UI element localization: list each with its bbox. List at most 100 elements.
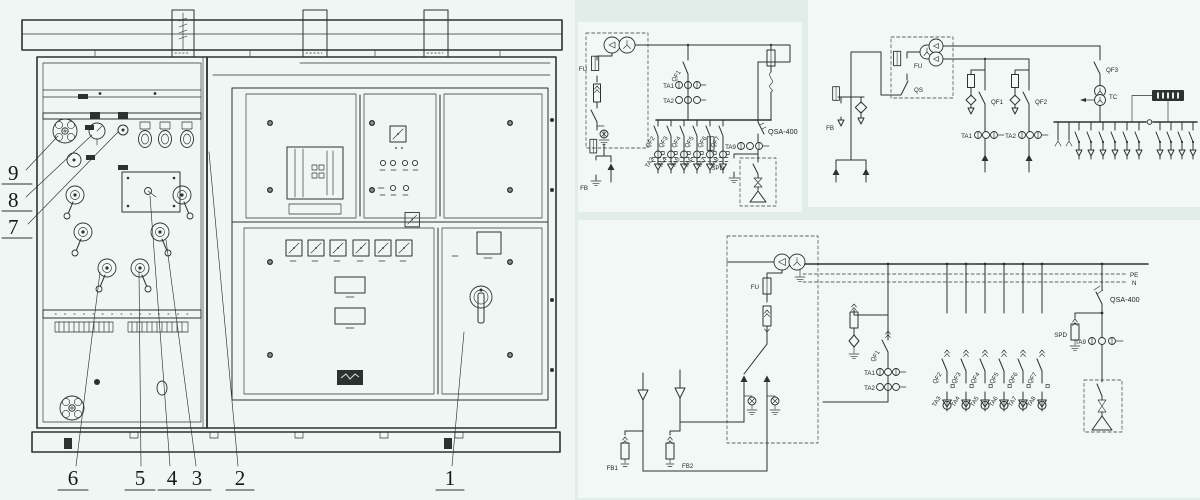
cable-termination: [71, 222, 93, 257]
ct-ta2-row: TA2: [663, 96, 707, 105]
qf3-label: QF3: [1106, 67, 1119, 74]
meter: [404, 211, 459, 257]
window: [476, 231, 502, 255]
fb-branch: FB: [826, 86, 868, 132]
schematic2: FB QS FU QF1 TA1 QF2 TA2: [826, 36, 1198, 183]
spare-stubs: [1054, 121, 1073, 147]
cabinet-panel: [0, 0, 575, 500]
metering-unit: [739, 153, 777, 207]
foot-bolt: [64, 438, 72, 449]
vent-louver: [127, 321, 189, 333]
transformer-enclosure-box: [890, 36, 954, 99]
qf1-branch: QF1 TA1: [961, 57, 1005, 173]
fb-label: FB: [826, 125, 834, 132]
rotary-handle: [469, 285, 493, 324]
qf1-label: QF1: [991, 99, 1004, 106]
feeder-breaker-label: QF4: [969, 371, 982, 385]
acb-unit: [286, 146, 344, 215]
feeder-breaker-label: QF7: [1026, 371, 1039, 385]
main-breaker-qf1: QF1 TA1 TA2: [822, 262, 907, 403]
callout-2: 2: [235, 466, 246, 490]
feeder-breaker-label: QF3: [950, 371, 963, 385]
earthing-switches: [743, 395, 781, 415]
ta1-label: TA1: [663, 83, 674, 90]
cabinet-shell: [36, 56, 557, 429]
panel-screw: [506, 186, 514, 194]
cable-termination: [130, 258, 152, 293]
hinge-dot: [550, 368, 554, 372]
feeder-ct-label: TA6: [988, 395, 1000, 408]
feeder-breaker-label: QF5: [988, 371, 1001, 385]
feeder-ct-label: TA4: [950, 395, 962, 408]
fu-label: FU: [751, 284, 759, 291]
qsa-label: QSA-400: [1110, 295, 1140, 304]
meter: [389, 125, 407, 149]
transformer-enclosure-box: [585, 32, 649, 149]
fb-branch: FB: [580, 138, 615, 192]
qf1-label: QF1: [869, 349, 882, 363]
panel-screw: [266, 258, 274, 266]
feeder-group: QF2 QF3 QF4 QF5 QF6 QF7 TA3 TA4 TA5 TA6 …: [931, 262, 1049, 411]
nameplate: [118, 165, 128, 170]
spd-label: SPD: [711, 165, 724, 172]
callout-5: 5: [135, 466, 146, 490]
schematic2-panel: [808, 0, 1200, 207]
callout-6: 6: [68, 466, 79, 490]
panel-screw: [368, 186, 376, 194]
bushing: [138, 121, 152, 148]
bushing: [180, 121, 194, 148]
feeder-ct-label: TA8: [1026, 395, 1038, 408]
ta1-label: TA1: [961, 133, 972, 140]
fb2-label: FB2: [682, 463, 694, 470]
ta9-label: TA9: [1075, 339, 1086, 346]
ta2-label: TA2: [1005, 133, 1016, 140]
feeder-breaker-label: QF5: [683, 135, 696, 149]
pe-label: PE: [1130, 272, 1138, 279]
panel-screw: [266, 186, 274, 194]
knob: [117, 124, 129, 136]
cabinet-drawing: 9 8 7 6 5 4 3 2 1: [1, 9, 563, 491]
cable-termination: [95, 258, 117, 293]
vent-louver: [54, 321, 114, 333]
feeder-breaker-label: QF2: [931, 371, 944, 385]
tc-label: TC: [1109, 94, 1118, 101]
panel-screw: [506, 351, 514, 359]
panel-screw: [266, 351, 274, 359]
window: [334, 307, 366, 325]
fb-label: FB: [580, 185, 588, 192]
feeder-ct-label: TA3: [644, 156, 656, 169]
callout-1: 1: [445, 466, 456, 490]
spd-branch: SPD: [706, 136, 740, 183]
fu-label: FU: [914, 63, 922, 70]
meter-row: [285, 239, 413, 262]
n-label: N: [1132, 280, 1136, 287]
callout-9: 9: [8, 161, 19, 185]
qsa-branch: QSA-400 SPD TA9: [1054, 262, 1140, 433]
cable-termination: [172, 185, 194, 220]
transformer-enclosure-box: [726, 235, 819, 444]
lv-compartment: [266, 119, 514, 385]
schematic1-panel: [578, 22, 802, 212]
ct-ta1-row: TA1: [663, 81, 707, 90]
brand-logo: [337, 370, 363, 385]
qs-label: QS: [914, 87, 923, 94]
bushing: [158, 121, 172, 148]
hinge-dot: [550, 118, 554, 122]
operating-wheel: [52, 118, 78, 144]
tc-transformer: TC: [1094, 85, 1118, 106]
parallel-fuse-branch: [766, 43, 776, 121]
callout-3: 3: [192, 466, 203, 490]
callout-7: 7: [8, 215, 19, 239]
ta2-label: TA2: [663, 98, 674, 105]
schematic1: FU FB QF1 TA1 TA2 QF2 QF3 QF4 QF5: [579, 32, 798, 207]
cable-termination: [63, 185, 85, 220]
fu-fuse: FU: [893, 50, 922, 70]
spd-branch: SPD: [1054, 312, 1103, 351]
indicator-lamps: [377, 159, 419, 196]
feeder-ct-label: TA7: [1007, 395, 1019, 408]
bus-tie-junction: [1146, 119, 1153, 125]
hinge-dot: [550, 188, 554, 192]
window: [334, 276, 366, 294]
transformer-symbol: [773, 253, 806, 271]
feeder-ct-label: TA3: [931, 395, 943, 408]
